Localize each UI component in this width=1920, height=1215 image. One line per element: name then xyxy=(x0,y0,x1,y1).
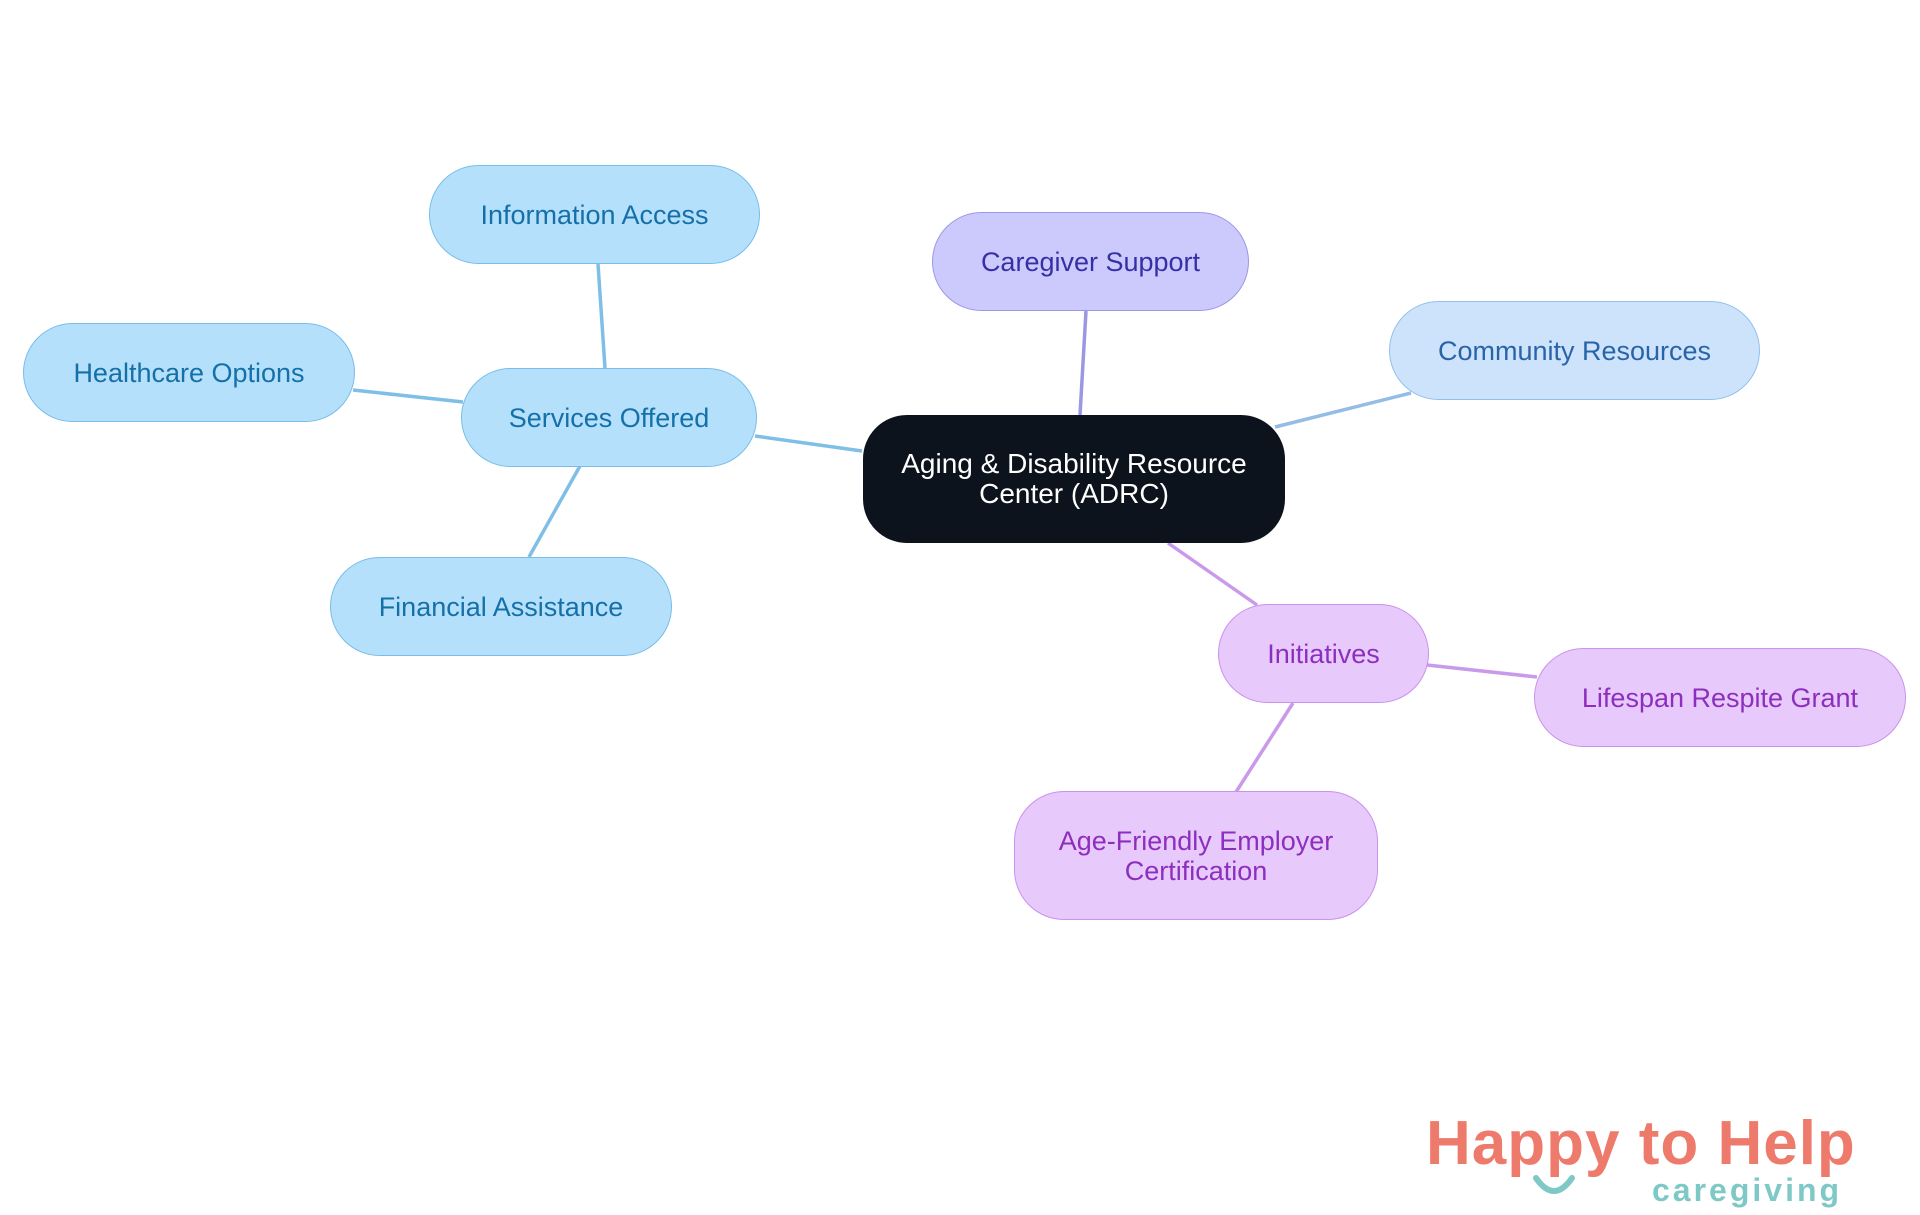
initiatives-label: Initiatives xyxy=(1267,638,1380,669)
brand-logo: Happy to Help caregiving xyxy=(1420,1108,1900,1208)
financial-label: Financial Assistance xyxy=(378,591,624,622)
root-node[interactable]: Aging & Disability Resource Center (ADRC… xyxy=(863,415,1285,543)
services-label: Services Offered xyxy=(508,402,710,433)
agefriendly-label: Age-Friendly Employer Certification xyxy=(1058,825,1334,886)
caregiver-label: Caregiver Support xyxy=(980,246,1201,277)
edge-root-caregiver xyxy=(1078,310,1088,416)
node-community-resources[interactable]: Community Resources xyxy=(1389,301,1760,400)
node-age-friendly-employer[interactable]: Age-Friendly Employer Certification xyxy=(1014,791,1378,920)
respite-label: Lifespan Respite Grant xyxy=(1581,682,1859,713)
logo-subtitle: caregiving xyxy=(1652,1172,1843,1208)
node-caregiver-support[interactable]: Caregiver Support xyxy=(932,212,1249,311)
community-label: Community Resources xyxy=(1437,335,1712,366)
node-initiatives[interactable]: Initiatives xyxy=(1218,604,1429,703)
node-information-access[interactable]: Information Access xyxy=(429,165,760,264)
edge-root-services xyxy=(754,434,863,453)
node-lifespan-respite-grant[interactable]: Lifespan Respite Grant xyxy=(1534,648,1906,747)
node-healthcare-options[interactable]: Healthcare Options xyxy=(23,323,355,422)
node-financial-assistance[interactable]: Financial Assistance xyxy=(330,557,672,656)
health-label: Healthcare Options xyxy=(73,357,305,388)
edge-services-info xyxy=(596,263,607,369)
edge-services-health xyxy=(352,388,464,404)
edge-root-community xyxy=(1274,391,1412,429)
edge-services-financial xyxy=(527,465,582,558)
edge-initiatives-respite xyxy=(1426,663,1538,679)
edge-root-initiatives xyxy=(1166,541,1259,607)
info-label: Information Access xyxy=(480,199,709,230)
edge-initiatives-agefriendly xyxy=(1234,702,1295,793)
root-label: Aging & Disability Resource Center (ADRC… xyxy=(901,448,1247,509)
smile-icon xyxy=(1533,1175,1575,1194)
node-services-offered[interactable]: Services Offered xyxy=(461,368,757,467)
logo-title: Happy to Help xyxy=(1426,1109,1856,1178)
